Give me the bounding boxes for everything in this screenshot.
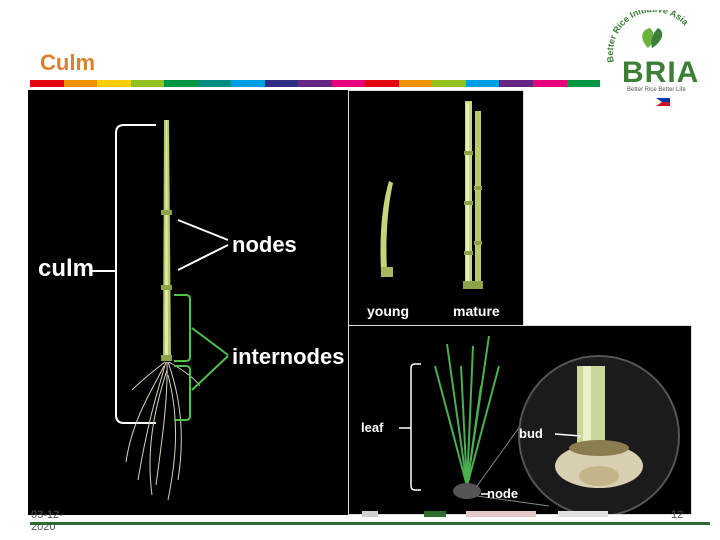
partner-logo-2 (424, 511, 446, 517)
seedling-image (434, 335, 500, 487)
leaf-icon (642, 28, 663, 48)
culm-diagram (92, 120, 229, 501)
color-segment (30, 80, 64, 87)
color-segment (532, 80, 567, 87)
internode-bracket-lower (174, 365, 191, 421)
bud-label: bud (519, 426, 543, 441)
color-segment (164, 80, 198, 87)
footer-bar (30, 522, 710, 525)
internodes-label: internodes (232, 344, 345, 369)
culm-diagram-panel: culm nodes internodes (28, 90, 350, 515)
stem-image (125, 120, 201, 501)
nodes-label: nodes (232, 232, 297, 257)
color-segment (465, 80, 500, 87)
node-label: node (487, 486, 519, 501)
magnified-stem-image (555, 366, 643, 488)
node-highlight (453, 483, 481, 499)
mature-culm-image (463, 101, 483, 289)
philippines-flag-icon (656, 98, 670, 106)
color-segment (197, 80, 232, 87)
young-mature-panel: young mature (348, 90, 524, 328)
color-segment (97, 80, 131, 87)
culm-label: culm (38, 255, 95, 282)
partner-logo-3 (466, 511, 536, 517)
nodes-pointer (177, 219, 229, 271)
color-segment (63, 80, 98, 87)
mature-label: mature (453, 303, 500, 319)
culm-bracket (115, 124, 156, 424)
color-segment (130, 80, 165, 87)
leaf-bud-node-panel: leaf bud node (348, 325, 692, 515)
young-culm-image (380, 181, 393, 277)
bud-pointer (554, 433, 582, 437)
color-segment (298, 80, 332, 87)
color-segment (331, 80, 366, 87)
color-segment (365, 80, 399, 87)
internodes-pointer (191, 327, 229, 391)
color-segment (566, 80, 601, 87)
bria-logo: Better Rice Initiative Asia (605, 10, 691, 63)
slide-title: Culm (40, 50, 95, 75)
partner-logo-4 (558, 511, 608, 517)
leaf-label: leaf (361, 420, 384, 435)
leaf-bracket (410, 363, 421, 491)
internode-bracket-upper (174, 294, 191, 362)
color-segment (264, 80, 299, 87)
young-mature-diagram (380, 101, 483, 289)
title-color-bar (30, 80, 601, 87)
partner-logo-1 (362, 511, 378, 517)
leaf-bud-node-diagram (399, 335, 680, 514)
footer-date: 03-12-2020 (31, 509, 63, 533)
young-label: young (367, 303, 409, 319)
color-segment (231, 80, 265, 87)
logo-wordmark: BRIA (622, 56, 700, 89)
slide-number: 12 (671, 509, 684, 521)
color-segment (499, 80, 533, 87)
color-segment (432, 80, 466, 87)
logo-tagline: Better Rice Better Life (627, 87, 686, 93)
color-segment (398, 80, 433, 87)
